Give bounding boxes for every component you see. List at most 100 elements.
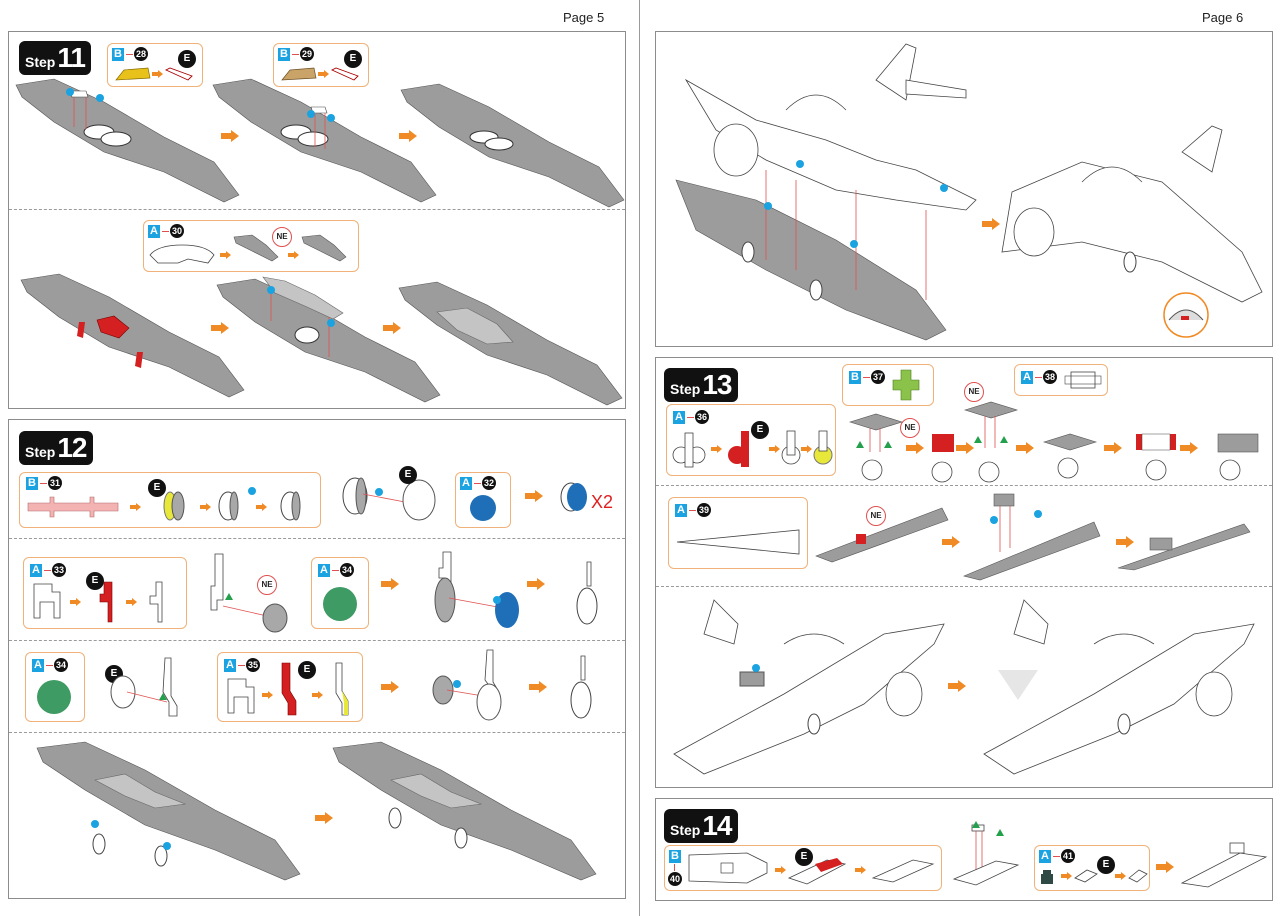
- wing-panel-assembly-2: [963, 493, 1101, 581]
- part-number: 30: [170, 224, 184, 238]
- part-number: 34: [54, 658, 68, 672]
- sheet-badge: B: [278, 48, 290, 61]
- part-green-cross: [892, 369, 920, 401]
- callout-a38: A 38: [1014, 364, 1108, 396]
- part-number: 29: [300, 47, 314, 61]
- wheel-assembly: [342, 477, 436, 521]
- step-number: 13: [702, 369, 732, 400]
- connector: [44, 570, 51, 571]
- connector: [292, 54, 299, 55]
- finished-wheel: [560, 482, 587, 512]
- part-gear-red: [728, 431, 749, 467]
- gear-bay-assembly-5: [1136, 433, 1176, 481]
- connector: [1053, 856, 1060, 857]
- glue-dot: [248, 487, 256, 495]
- step-number: 12: [57, 432, 87, 463]
- wing-assembly-2: [212, 78, 437, 203]
- step-number: 14: [702, 810, 732, 841]
- section-divider: [9, 732, 625, 733]
- sheet-badge: A: [148, 225, 160, 238]
- step-number: 11: [57, 42, 86, 73]
- glue-dot: [940, 184, 948, 192]
- callout-b29: B 29 E: [273, 43, 369, 87]
- e-mark-icon: E: [344, 50, 362, 68]
- step-14-badge: Step 14: [664, 809, 738, 843]
- part-strut-red: [99, 581, 113, 623]
- e-mark-icon: E: [298, 661, 316, 679]
- wing-with-gear-1: [36, 741, 301, 881]
- wing-with-gear-2: [332, 741, 597, 881]
- section-divider: [9, 209, 625, 210]
- sheet-badge: A: [224, 659, 236, 672]
- part-gray-piece: [233, 234, 279, 262]
- part-number: 35: [246, 658, 260, 672]
- part-strut-yellow: [335, 662, 349, 716]
- sheet-badge: B: [669, 850, 681, 863]
- step-word: Step: [25, 444, 56, 460]
- e-mark-icon: E: [1097, 856, 1115, 874]
- glue-dot: [91, 820, 99, 828]
- step-11-panel: Step 11 B 28 E B 29 E: [8, 31, 626, 409]
- callout-a30: A 30 NE: [143, 220, 359, 272]
- callout-a39: A 39: [668, 497, 808, 569]
- align-triangle-icon: [1000, 436, 1008, 443]
- sheet-badge: B: [112, 48, 124, 61]
- sheet-badge: A: [673, 411, 685, 424]
- part-number: 28: [134, 47, 148, 61]
- glue-dot: [327, 319, 335, 327]
- gear-bay-assembly-4: [1042, 433, 1098, 479]
- part-small-dark: [1041, 870, 1053, 884]
- glue-dot: [990, 516, 998, 524]
- detail-magnifier: [1163, 292, 1209, 338]
- part-tapered-panel: [676, 529, 800, 555]
- e-mark-icon: E: [399, 466, 417, 484]
- connector: [1035, 377, 1042, 378]
- align-triangle-icon: [884, 441, 892, 448]
- part-strut-flat: [33, 583, 61, 619]
- part-outline: [149, 244, 215, 264]
- part-small-folded: [1128, 869, 1148, 883]
- ne-mark-icon: NE: [964, 382, 984, 402]
- align-triangle-icon: [159, 693, 167, 700]
- sheet-badge: A: [30, 564, 42, 577]
- e-mark-icon: E: [148, 479, 166, 497]
- finished-gear: [576, 561, 598, 625]
- part-gear-flat: [672, 432, 706, 468]
- callout-a33: A 33 E: [23, 557, 187, 629]
- connector: [474, 483, 481, 484]
- page-number-6: Page 6: [1202, 10, 1244, 25]
- step-12-badge: Step 12: [19, 431, 93, 465]
- wing-panel-assembly-1: [815, 507, 949, 563]
- glue-dot: [1034, 510, 1042, 518]
- part-strut-folded: [149, 581, 163, 623]
- part-box-flat: [1064, 371, 1102, 389]
- step-12-panel: Step 12 B 31 E E A 32 X2 A 33: [8, 419, 626, 899]
- wheel-strut-assembly: [434, 551, 519, 628]
- step-13-badge: Step 13: [664, 368, 738, 402]
- glue-dot: [375, 488, 383, 496]
- gear-bay-assembly-2: [931, 434, 954, 483]
- align-triangle-icon: [972, 821, 980, 828]
- part-fuselage-flat: [688, 852, 768, 884]
- part-tan-piece: [281, 67, 317, 81]
- e-mark-icon: E: [751, 421, 769, 439]
- step-14-panel: Step 14 B 40 E A 41 E: [655, 798, 1273, 901]
- callout-b40: B 40 E: [664, 845, 942, 891]
- part-gear-folded: [781, 430, 801, 465]
- glue-dot: [493, 596, 501, 604]
- part-gear-yellow: [813, 430, 833, 465]
- part-fuselage-red: [787, 858, 847, 885]
- finished-gear: [570, 655, 592, 719]
- connector: [689, 510, 696, 511]
- part-folded: [164, 67, 193, 81]
- glue-dot: [96, 94, 104, 102]
- connector: [687, 417, 694, 418]
- glue-dot: [796, 160, 804, 168]
- connector: [674, 864, 675, 871]
- sheet-badge: B: [849, 371, 861, 384]
- fuselage-finished: [1180, 842, 1268, 888]
- ne-mark-icon: NE: [900, 418, 920, 438]
- ne-mark-icon: NE: [866, 506, 886, 526]
- part-number: 31: [48, 476, 62, 490]
- gear-bay-assembly-3: [963, 401, 1019, 483]
